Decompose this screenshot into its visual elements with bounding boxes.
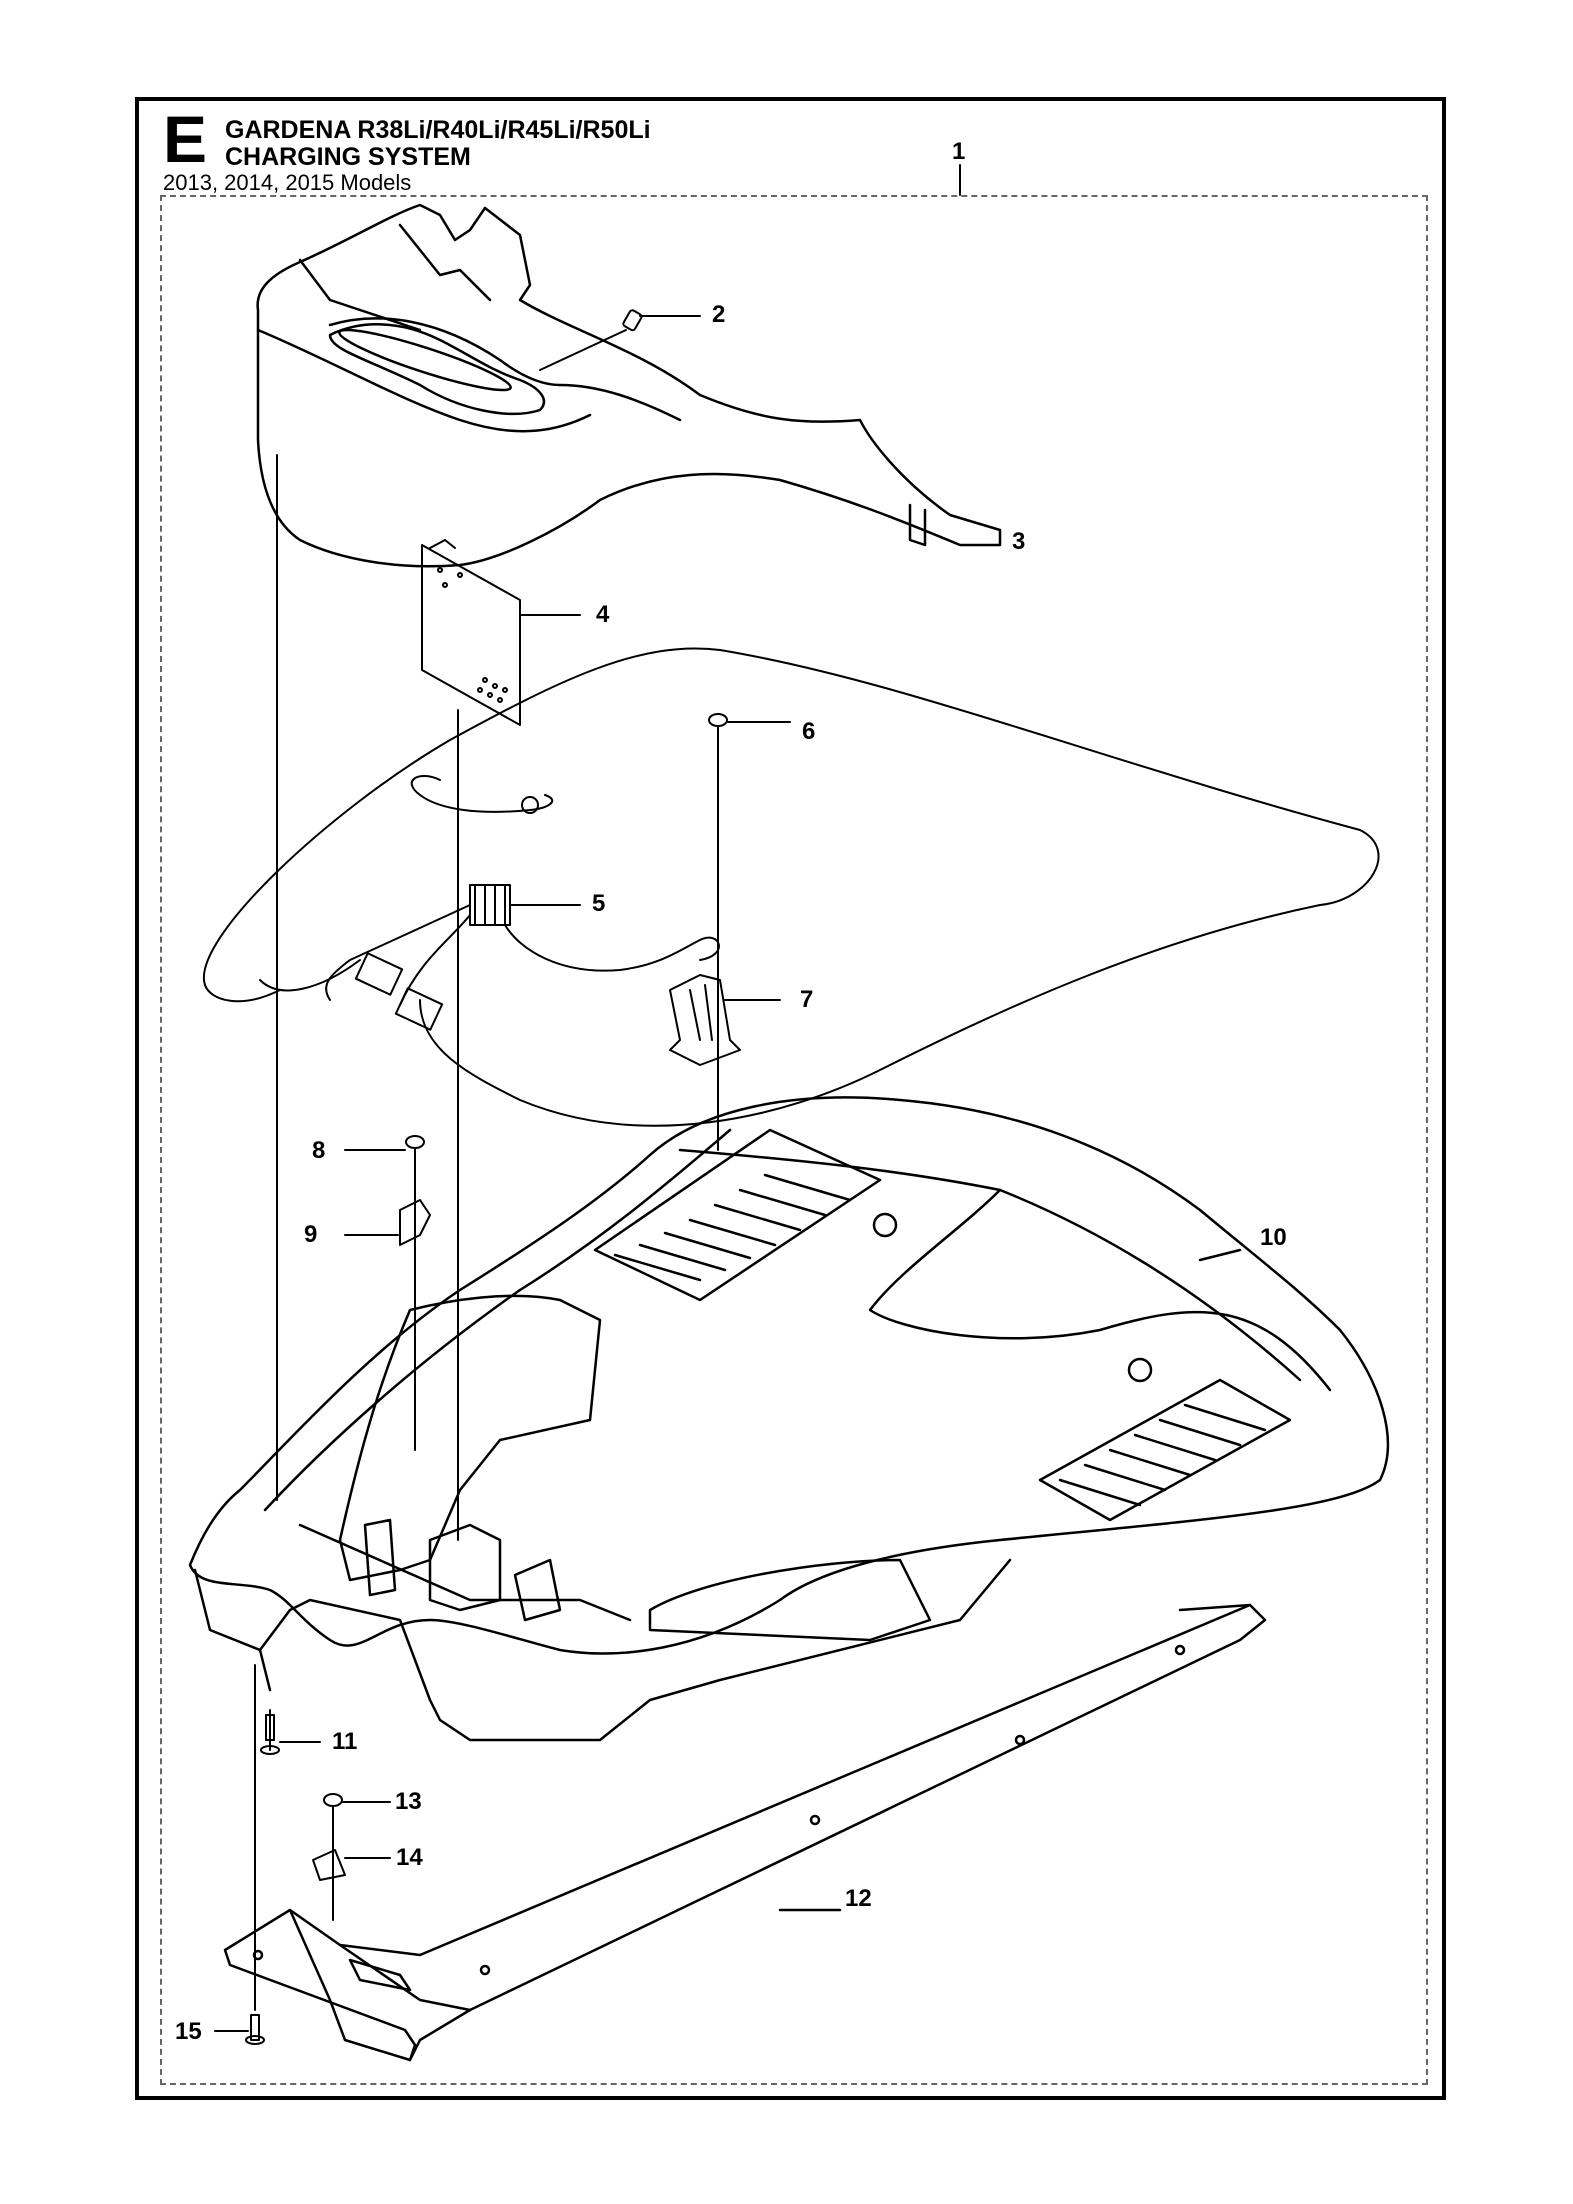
callout-3: 3 xyxy=(1012,528,1026,555)
wire-harness-part xyxy=(202,647,1380,1127)
callout-5: 5 xyxy=(592,890,606,917)
callout-12: 12 xyxy=(845,1885,872,1912)
callout-11: 11 xyxy=(332,1728,358,1755)
callout-7: 7 xyxy=(800,986,814,1013)
callout-13: 13 xyxy=(395,1788,422,1815)
callout-14: 14 xyxy=(396,1844,423,1871)
callout-6: 6 xyxy=(802,718,816,745)
section-letter: E xyxy=(163,102,208,176)
vent-panel-2 xyxy=(1038,1378,1292,1522)
callout-1: 1 xyxy=(952,138,966,165)
gardena-logo xyxy=(338,328,512,392)
callout-10: 10 xyxy=(1260,1224,1287,1251)
pin xyxy=(908,503,927,547)
assembly-boundary xyxy=(160,195,1428,2085)
main-housing-part xyxy=(188,1096,1390,1742)
screw-part-6 xyxy=(708,713,791,1151)
circuit-board-part xyxy=(421,539,581,726)
pin-part-2 xyxy=(539,309,701,371)
charging-module xyxy=(428,1523,502,1612)
screw-part-8 xyxy=(344,1135,425,1451)
top-cover-part xyxy=(256,203,1002,568)
callout-9: 9 xyxy=(304,1221,318,1248)
plug-b xyxy=(394,987,444,1031)
clip-part-9 xyxy=(344,1199,431,1246)
logo-plate xyxy=(328,323,546,416)
screw-part-15 xyxy=(214,1664,265,2045)
clip-part-14 xyxy=(312,1849,391,1881)
callout-4: 4 xyxy=(596,601,610,628)
leader-10 xyxy=(1198,1248,1242,1262)
vent-panel-1 xyxy=(593,1128,882,1302)
model-title: GARDENA R38Li/R40Li/R45Li/R50Li xyxy=(225,116,651,144)
screw-part-13 xyxy=(323,1793,391,1921)
plug-a xyxy=(354,952,404,996)
screw-part-11 xyxy=(260,1709,321,1755)
callout-2: 2 xyxy=(712,301,726,328)
system-title: CHARGING SYSTEM xyxy=(225,143,471,171)
page-frame xyxy=(135,97,1446,2100)
base-plate-part-12 xyxy=(223,1603,1267,2062)
callout-8: 8 xyxy=(312,1137,326,1164)
models-years: 2013, 2014, 2015 Models xyxy=(163,170,412,195)
bracket-part-7 xyxy=(669,974,781,1066)
callout-15: 15 xyxy=(175,2018,202,2045)
